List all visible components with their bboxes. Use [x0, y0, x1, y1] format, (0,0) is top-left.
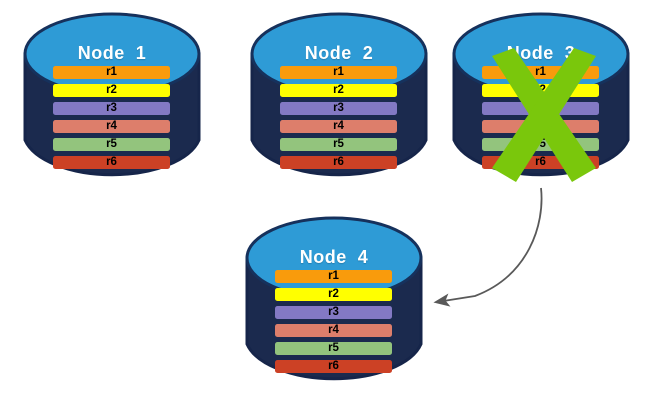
node-cylinder-node1[interactable]: Node 1 r1 r2 r3 r4 r5 r6: [23, 8, 201, 186]
record-bar-node1-r2[interactable]: r2: [53, 84, 170, 97]
node-cylinder-node2[interactable]: Node 2 r1 r2 r3 r4 r5 r6: [250, 8, 428, 186]
record-bar-node1-r6[interactable]: r6: [53, 156, 170, 169]
node-cylinder-node3[interactable]: Node 3 r1 r2 r3 r4 r5 r6: [452, 8, 630, 186]
node-cylinder-node4[interactable]: Node 4 r1 r2 r3 r4 r5 r6: [245, 212, 423, 390]
record-bar-node4-r3[interactable]: r3: [275, 306, 392, 319]
record-bar-node2-r5[interactable]: r5: [280, 138, 397, 151]
record-stack-node1: r1 r2 r3 r4 r5 r6: [53, 58, 170, 173]
record-stack-node2: r1 r2 r3 r4 r5 r6: [280, 58, 397, 173]
record-bar-node4-r4[interactable]: r4: [275, 324, 392, 337]
record-bar-node2-r6[interactable]: r6: [280, 156, 397, 169]
record-bar-node4-r6[interactable]: r6: [275, 360, 392, 373]
record-bar-node3-r4[interactable]: r4: [482, 120, 599, 133]
record-bar-node1-r1[interactable]: r1: [53, 66, 170, 79]
record-bar-node2-r4[interactable]: r4: [280, 120, 397, 133]
record-stack-node4: r1 r2 r3 r4 r5 r6: [275, 262, 392, 377]
record-bar-node4-r5[interactable]: r5: [275, 342, 392, 355]
record-bar-node4-r2[interactable]: r2: [275, 288, 392, 301]
record-bar-node1-r3[interactable]: r3: [53, 102, 170, 115]
record-bar-node2-r2[interactable]: r2: [280, 84, 397, 97]
record-bar-node3-r1[interactable]: r1: [482, 66, 599, 79]
record-bar-node2-r1[interactable]: r1: [280, 66, 397, 79]
record-bar-node3-r6[interactable]: r6: [482, 156, 599, 169]
record-bar-node1-r5[interactable]: r5: [53, 138, 170, 151]
record-bar-node1-r4[interactable]: r4: [53, 120, 170, 133]
record-bar-node4-r1[interactable]: r1: [275, 270, 392, 283]
record-bar-node3-r5[interactable]: r5: [482, 138, 599, 151]
record-bar-node2-r3[interactable]: r3: [280, 102, 397, 115]
arrow-path: [433, 187, 543, 307]
record-bar-node3-r2[interactable]: r2: [482, 84, 599, 97]
record-stack-node3: r1 r2 r3 r4 r5 r6: [482, 58, 599, 173]
record-bar-node3-r3[interactable]: r3: [482, 102, 599, 115]
